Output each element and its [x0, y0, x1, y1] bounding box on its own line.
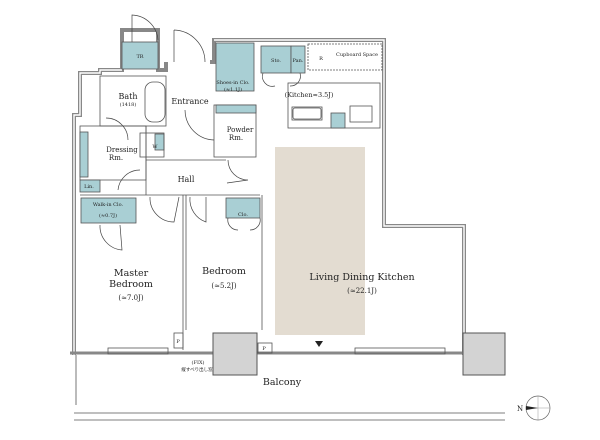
- storage-fixtures: [79, 41, 346, 224]
- fix-window-label: (FIX): [192, 359, 205, 366]
- powder-room-label: Powder: [227, 126, 254, 134]
- master-bedroom-label-2: Bedroom: [109, 279, 153, 290]
- ldk-size: (≈22.1J): [347, 287, 377, 295]
- bedroom-size: (≈5.2J): [211, 282, 237, 290]
- entry-marker-icon: [315, 341, 323, 347]
- washer-label: W: [152, 144, 158, 150]
- linen-label: Lin.: [84, 184, 94, 190]
- pantry-label: Pan.: [293, 58, 304, 64]
- master-bedroom-size: (≈7.0J): [118, 294, 144, 302]
- north-compass-icon: N: [517, 395, 551, 421]
- pipe-space-label-2: P: [262, 346, 266, 352]
- pillar-right: [462, 332, 506, 376]
- pillar-left: [212, 332, 258, 376]
- shoes-in-closet-size: (≈1.1J): [224, 86, 242, 93]
- ldk-label: Living Dining Kitchen: [309, 272, 414, 283]
- interior-walls: [74, 43, 505, 421]
- pipe-space-label: P: [176, 339, 180, 345]
- svg-text:N: N: [517, 405, 523, 413]
- hall-label: Hall: [178, 175, 195, 184]
- outer-walls: [70, 28, 505, 355]
- pipe-space-box: [257, 342, 273, 354]
- kitchen-label: (Kitchen≈3.5J): [285, 91, 334, 99]
- cupboard-space-label: Cupboard Space: [336, 52, 378, 58]
- bath-size: (1418): [120, 101, 137, 108]
- balcony-label: Balcony: [263, 377, 302, 388]
- master-bedroom-label: Master: [114, 268, 149, 279]
- walk-in-closet-size: (≈0.7J): [99, 212, 117, 219]
- tr-label: TR: [136, 54, 143, 60]
- doors: [99, 14, 301, 251]
- shoes-in-closet-label: Shoes-in Clo.: [216, 80, 250, 86]
- dressing-room-label: Dressing: [106, 146, 138, 154]
- ldk-floor-highlight: [275, 147, 365, 335]
- pipe-space-box: [173, 332, 184, 349]
- fix-window-note: 縦すべり出し窓: [181, 366, 213, 373]
- entrance-label: Entrance: [171, 97, 208, 106]
- walk-in-closet-label: Walk-in Clo.: [93, 202, 124, 208]
- closet-label: Clo.: [238, 212, 248, 218]
- bath-label: Bath: [118, 92, 137, 101]
- dressing-room-label-2: Rm.: [109, 154, 123, 162]
- powder-room-label-2: Rm.: [229, 134, 243, 142]
- refrigerator-label: R: [319, 56, 323, 62]
- bedroom-label: Bedroom: [202, 266, 246, 277]
- storage-label: Sto.: [271, 58, 281, 64]
